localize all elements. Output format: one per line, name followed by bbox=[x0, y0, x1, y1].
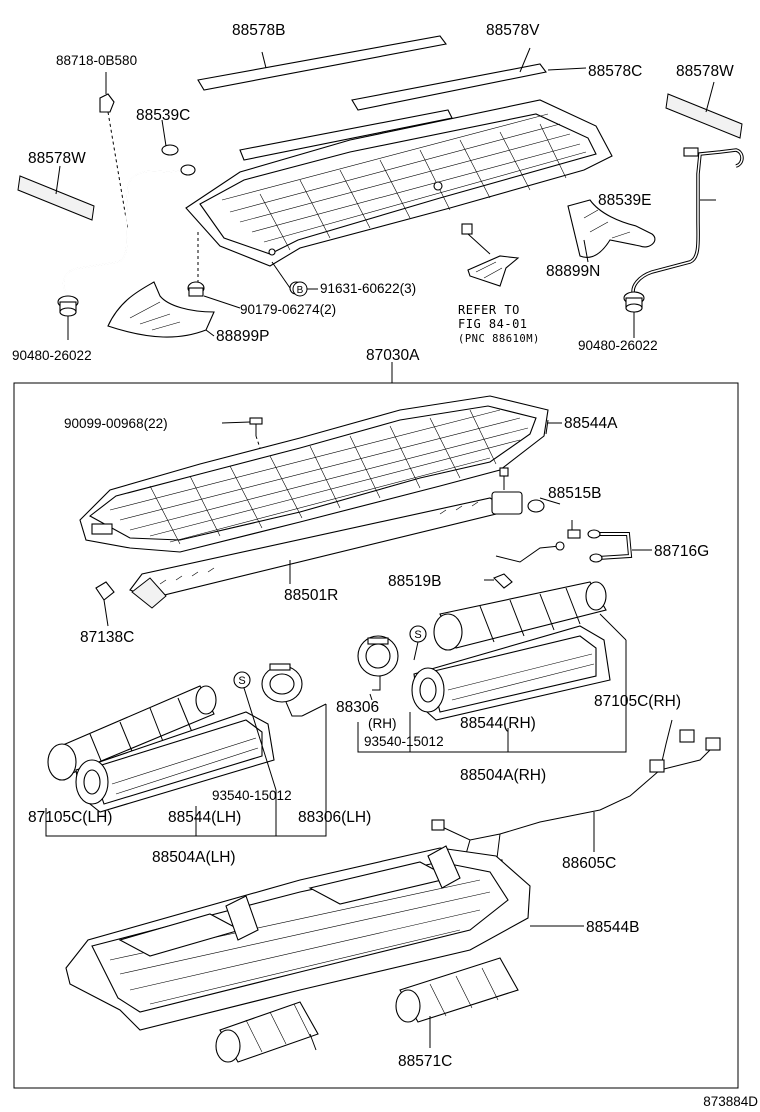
upper-duct-housing bbox=[185, 99, 613, 289]
label-90179: 90179-06274(2) bbox=[240, 302, 336, 317]
label-88515B: 88515B bbox=[548, 485, 601, 502]
label-93540-lh: 93540-15012 bbox=[212, 788, 292, 803]
bracket-88899N bbox=[567, 199, 656, 263]
blower-wheels-88571C bbox=[215, 957, 519, 1063]
s-mark-rh-text: S bbox=[414, 629, 421, 641]
seal-strip-88578W-right bbox=[665, 81, 743, 139]
motor-88306-rh bbox=[357, 635, 399, 701]
label-88501R: 88501R bbox=[284, 587, 338, 604]
label-88539E: 88539E bbox=[598, 192, 651, 209]
wire-harness-88605C bbox=[431, 719, 721, 871]
scroll-88544-lh bbox=[75, 711, 275, 813]
bracket-fig-84-01 bbox=[461, 223, 520, 287]
label-87105C-rh: 87105C(RH) bbox=[594, 693, 681, 710]
bracket-88899P bbox=[107, 281, 215, 338]
grommet-90480-right bbox=[623, 291, 645, 338]
label-91631-mark: B bbox=[297, 285, 304, 296]
label-88519B: 88519B bbox=[388, 573, 441, 590]
label-88571C: 88571C bbox=[398, 1053, 452, 1070]
label-88899P: 88899P bbox=[216, 328, 269, 345]
label-90480-left: 90480-26022 bbox=[12, 348, 92, 363]
grommet-90480-left bbox=[57, 295, 79, 340]
label-88578V: 88578V bbox=[486, 22, 540, 39]
upper-case-88544A bbox=[79, 395, 549, 553]
label-88578C: 88578C bbox=[588, 63, 642, 80]
clip-90179 bbox=[187, 232, 241, 309]
label-88899N: 88899N bbox=[546, 263, 600, 280]
b-marker: B bbox=[292, 281, 308, 297]
label-88504A-lh: 88504A(LH) bbox=[152, 849, 236, 866]
label-90480-right: 90480-26022 bbox=[578, 338, 658, 353]
label-88718: 88718-0B580 bbox=[56, 53, 137, 68]
ref-line-1: REFER TO bbox=[458, 303, 520, 317]
label-88605C: 88605C bbox=[562, 855, 616, 872]
label-90099: 90099-00968(22) bbox=[64, 416, 168, 431]
label-88544B: 88544B bbox=[586, 919, 639, 936]
label-88306-lh: 88306(LH) bbox=[298, 809, 371, 826]
label-91631: 91631-60622(3) bbox=[320, 281, 416, 296]
rod-88501R bbox=[129, 497, 501, 609]
seal-strip-88578V bbox=[351, 47, 547, 111]
seal-strip-88578B bbox=[197, 35, 447, 91]
label-87138C: 87138C bbox=[80, 629, 134, 646]
label-88544-rh: 88544(RH) bbox=[460, 715, 536, 732]
label-88306-rh-tag: (RH) bbox=[368, 716, 397, 731]
actuator-88515B bbox=[491, 467, 581, 563]
label-93540-rh: 93540-15012 bbox=[364, 734, 444, 749]
fan-87105C-lh bbox=[47, 685, 217, 781]
clip-87138C bbox=[95, 581, 115, 627]
assembly-87030A-frame bbox=[13, 382, 739, 1089]
s-mark-lh-text: S bbox=[238, 675, 245, 687]
label-88306-rh: 88306 bbox=[336, 699, 379, 716]
scroll-88544-rh bbox=[411, 625, 611, 721]
clip-88718 bbox=[99, 72, 129, 231]
label-88544-lh: 88544(LH) bbox=[168, 809, 241, 826]
label-88578W-left: 88578W bbox=[28, 150, 86, 167]
ref-line-3: (PNC 88610M) bbox=[458, 333, 540, 345]
s-marker-lh: S bbox=[233, 671, 277, 791]
seal-strip-88578W-left bbox=[17, 165, 95, 221]
hose-88539C bbox=[62, 119, 196, 297]
label-88504A-rh: 88504A(RH) bbox=[460, 767, 546, 784]
hose-88539E bbox=[631, 147, 744, 297]
motor-88306-lh bbox=[261, 663, 303, 717]
label-88578W-right: 88578W bbox=[676, 63, 734, 80]
label-87105C-lh: 87105C(LH) bbox=[28, 809, 112, 826]
label-88544A: 88544A bbox=[564, 415, 618, 432]
label-88539C: 88539C bbox=[136, 107, 190, 124]
lower-case-88544B bbox=[65, 845, 584, 1031]
s-marker-rh: S bbox=[409, 625, 427, 661]
fan-87105C-rh bbox=[433, 581, 627, 690]
label-88578B: 88578B bbox=[232, 22, 285, 39]
hose-88716G bbox=[587, 529, 652, 563]
label-87030A: 87030A bbox=[366, 347, 420, 364]
clip-88519B bbox=[484, 573, 513, 589]
footer-code: 873884D bbox=[703, 1094, 758, 1109]
ref-line-2: FIG 84-01 bbox=[458, 317, 528, 331]
label-88716G: 88716G bbox=[654, 543, 709, 560]
screw-90099 bbox=[221, 417, 263, 455]
